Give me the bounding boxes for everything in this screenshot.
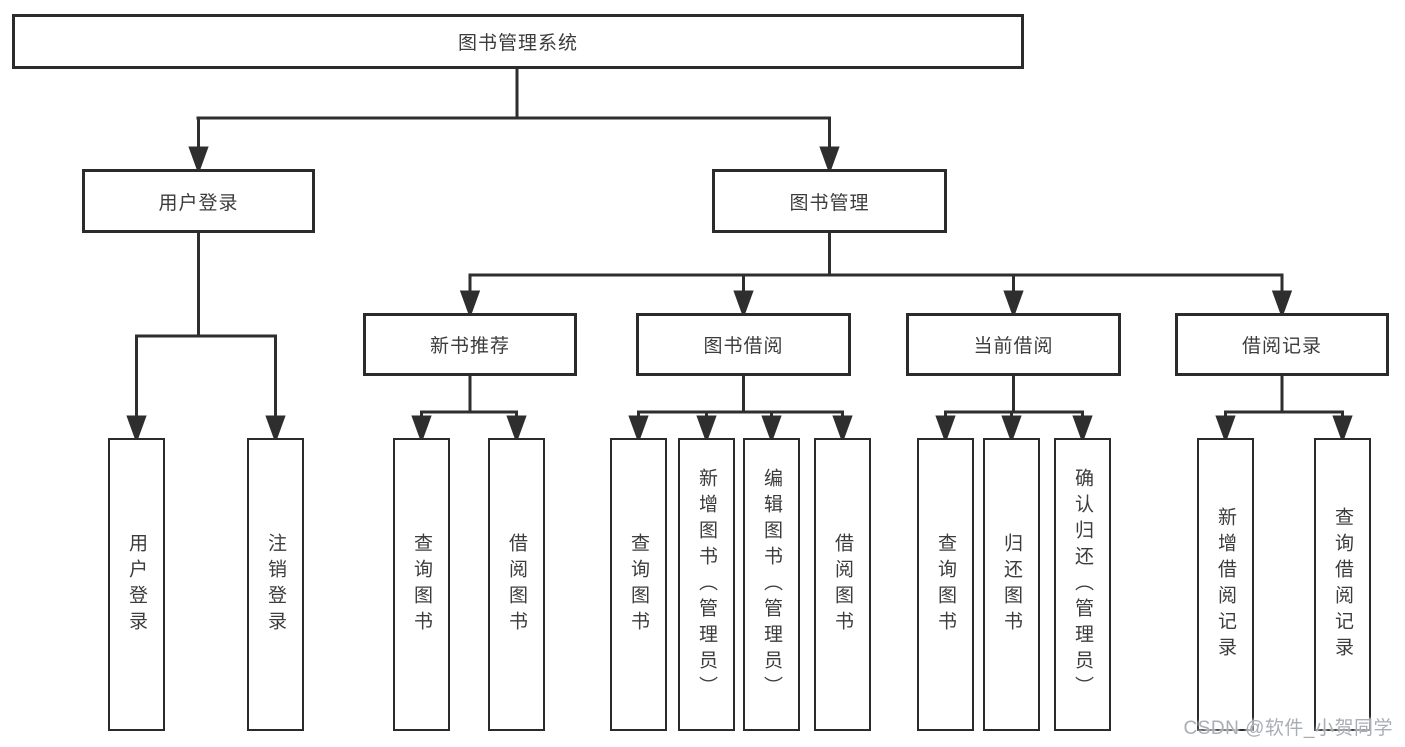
node-label: 归还图书 (1001, 532, 1022, 637)
node-root-library-system: 图书管理系统 (12, 14, 1024, 69)
node-label: 编辑图书（管理员） (761, 467, 782, 702)
leaf-logout: 注销登录 (247, 438, 304, 731)
node-label: 借阅图书 (832, 532, 853, 637)
leaf-borrow-add-books-admin: 新增图书（管理员） (678, 438, 735, 731)
node-label: 查询借阅记录 (1332, 506, 1353, 663)
node-new-book-recommend: 新书推荐 (363, 313, 577, 376)
leaf-records-add-record: 新增借阅记录 (1197, 438, 1254, 731)
leaf-borrow-query-books: 查询图书 (610, 438, 667, 731)
node-book-management: 图书管理 (712, 169, 947, 233)
node-user-login: 用户登录 (82, 169, 315, 233)
leaf-records-query-record: 查询借阅记录 (1314, 438, 1371, 731)
leaf-recommend-borrow-books: 借阅图书 (488, 438, 545, 731)
node-book-borrow: 图书借阅 (636, 313, 851, 376)
leaf-user-login: 用户登录 (108, 438, 165, 731)
node-label: 图书管理 (789, 192, 870, 214)
node-label: 查询图书 (935, 532, 956, 637)
node-label: 查询图书 (411, 532, 432, 637)
node-label: 借阅记录 (1241, 336, 1322, 357)
node-label: 用户登录 (158, 192, 239, 214)
leaf-borrow-borrow-books: 借阅图书 (814, 438, 871, 731)
node-label: 图书借阅 (703, 336, 784, 357)
node-label: 用户登录 (126, 532, 147, 637)
leaf-current-confirm-return-admin: 确认归还（管理员） (1054, 438, 1111, 731)
csdn-watermark: CSDN @软件_小贺同学 (1183, 718, 1393, 739)
node-borrow-records: 借阅记录 (1175, 313, 1389, 376)
node-label: 查询图书 (628, 532, 649, 637)
node-current-borrow: 当前借阅 (906, 313, 1121, 376)
node-label: 新增图书（管理员） (696, 467, 717, 702)
leaf-borrow-edit-books-admin: 编辑图书（管理员） (743, 438, 800, 731)
leaf-recommend-query-books: 查询图书 (393, 438, 450, 731)
node-label: 借阅图书 (506, 532, 527, 637)
node-label: 新增借阅记录 (1215, 506, 1236, 663)
leaf-current-return-books: 归还图书 (983, 438, 1040, 731)
node-label: 图书管理系统 (457, 33, 578, 54)
node-label: 当前借阅 (973, 336, 1054, 357)
node-label: 确认归还（管理员） (1072, 467, 1093, 702)
node-label: 新书推荐 (429, 336, 510, 357)
leaf-current-query-books: 查询图书 (917, 438, 974, 731)
node-label: 注销登录 (265, 532, 286, 637)
